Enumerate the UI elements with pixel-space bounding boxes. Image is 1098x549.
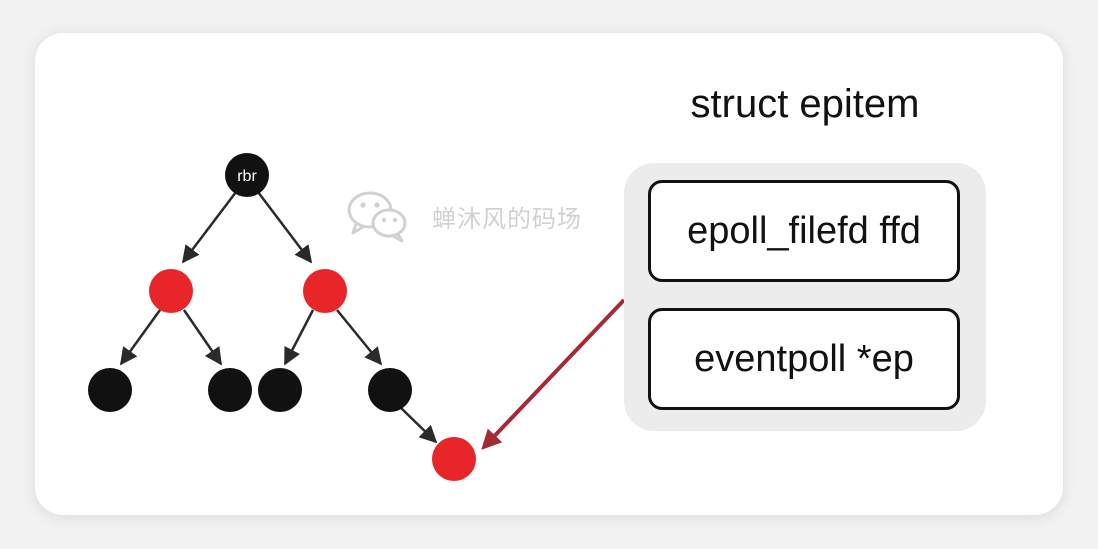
edge-red-right-black-rl: [283, 309, 315, 366]
tree-node-black-ll: [88, 368, 132, 412]
edge-red-right-black-rr: [336, 309, 383, 366]
watermark-text: 蝉沐风的码场: [432, 204, 582, 233]
edge-root-red-right: [257, 191, 313, 264]
tree-node-black-lr: [208, 368, 252, 412]
tree-node-red-new: [432, 437, 476, 481]
tree-node-root: [225, 153, 269, 197]
wechat-icon: [347, 191, 407, 243]
epitem-pointer-arrow: [481, 298, 626, 450]
tree-node-red-left: [149, 269, 193, 313]
tree-node-black-rl: [258, 368, 302, 412]
tree-node-red-right: [303, 269, 347, 313]
tree-node-black-rr: [368, 368, 412, 412]
edge-root-red-left: [181, 191, 237, 264]
struct-title: struct epitem: [690, 82, 920, 126]
struct-field-ffd: epoll_filefd ffd: [648, 180, 960, 282]
struct-field-ep: eventpoll *ep: [648, 308, 960, 410]
edge-red-left-black-lr: [182, 309, 223, 366]
edge-black-rr-red-new: [400, 407, 438, 444]
edge-red-left-black-ll: [119, 309, 162, 366]
watermark: 蝉沐风的码场: [346, 186, 582, 246]
root-node-label: rbr: [237, 168, 257, 185]
